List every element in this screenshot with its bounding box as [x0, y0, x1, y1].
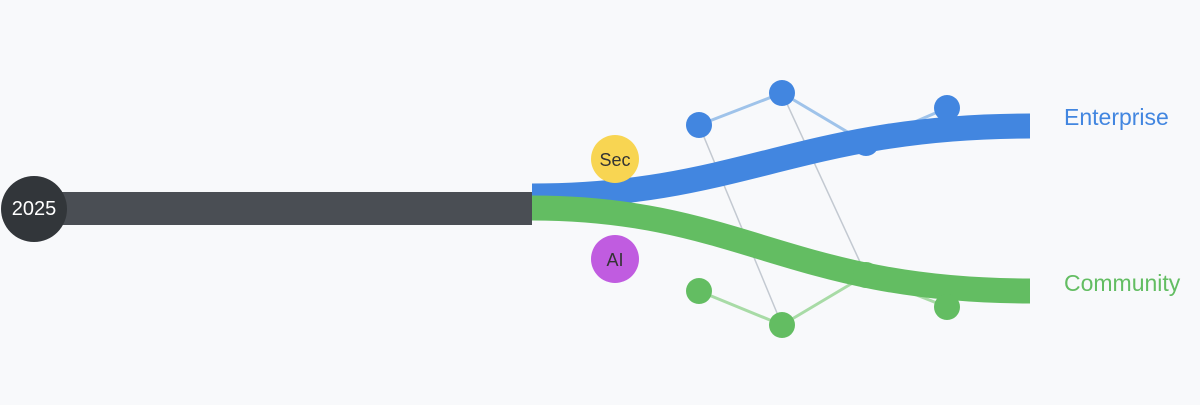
enterprise-branch-label[interactable]: Enterprise: [1064, 104, 1169, 130]
community-branch-label[interactable]: Community: [1064, 270, 1181, 296]
start-node-circle[interactable]: [1, 176, 67, 242]
start-node[interactable]: 2025: [1, 176, 67, 242]
enterprise-dots: [686, 80, 960, 156]
ai-badge[interactable]: AI: [591, 235, 639, 283]
community-dot: [853, 262, 879, 288]
ai-badge-circle[interactable]: [591, 235, 639, 283]
enterprise-dot: [934, 95, 960, 121]
community-dot: [934, 294, 960, 320]
sec-badge[interactable]: Sec: [591, 135, 639, 183]
enterprise-dot: [769, 80, 795, 106]
cross-link-line: [781, 92, 867, 276]
trunk-bar: [34, 192, 532, 225]
start-node-label: 2025: [12, 198, 57, 220]
community-dot: [769, 312, 795, 338]
enterprise-dot: [686, 112, 712, 138]
ai-badge-label: AI: [606, 250, 623, 270]
community-dots: [686, 262, 960, 338]
sec-badge-circle[interactable]: [591, 135, 639, 183]
enterprise-branch: [531, 113, 1031, 209]
sec-badge-label: Sec: [599, 150, 630, 170]
cross-link-line: [698, 124, 783, 326]
enterprise-dot: [853, 130, 879, 156]
community-branch: [531, 195, 1031, 304]
community-dot: [686, 278, 712, 304]
